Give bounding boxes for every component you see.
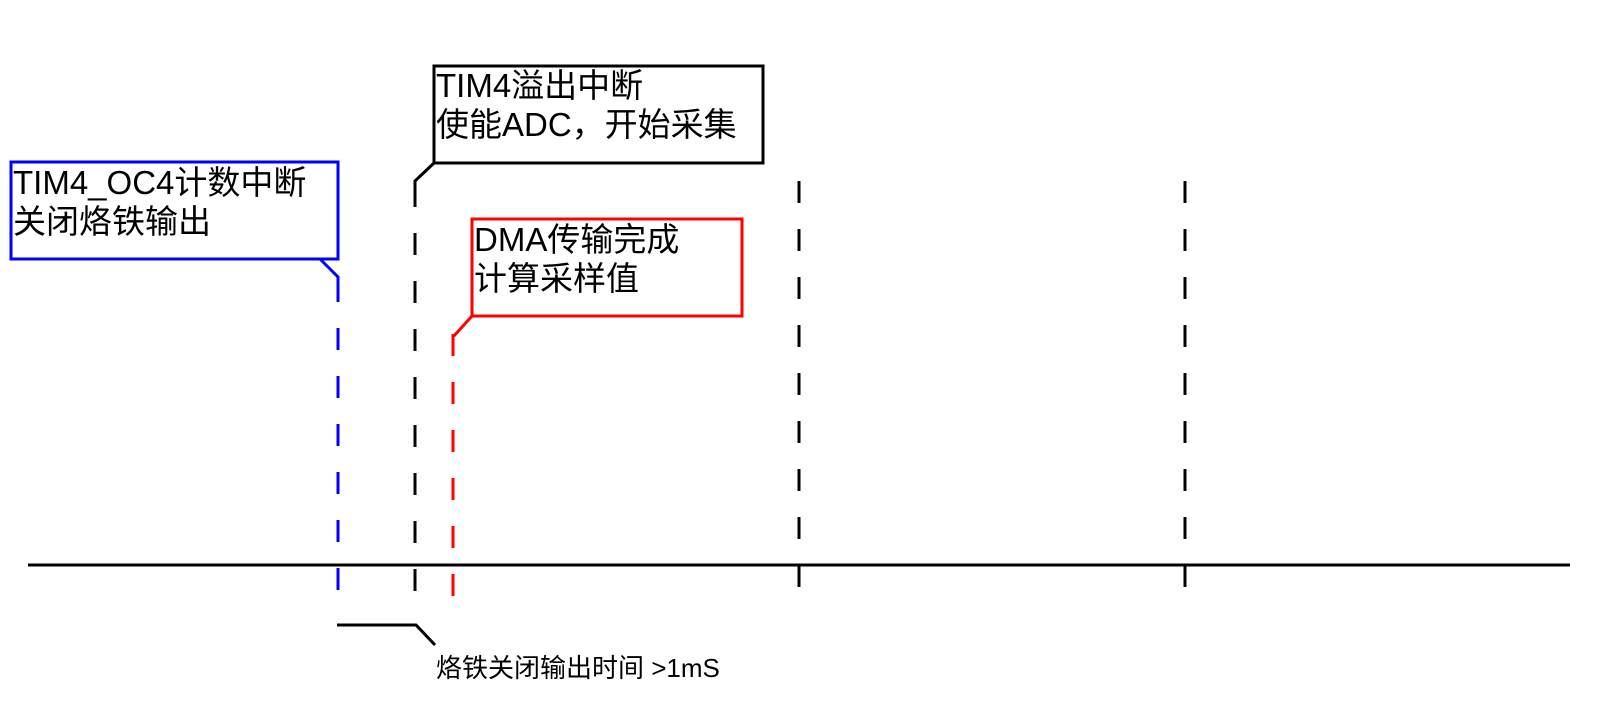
dma-callout-text: DMA传输完成 计算采样值	[474, 220, 679, 298]
dma-callout-leader	[451, 314, 474, 341]
overflow-callout-line-2: 使能ADC，开始采集	[436, 106, 737, 143]
oc4-callout-line-2: 关闭烙铁输出	[13, 203, 211, 240]
oc4-callout-box	[9, 160, 340, 261]
duration-bracket	[337, 623, 437, 647]
oc4-callout-leader	[318, 257, 340, 280]
duration-label: 烙铁关闭输出时间 >1mS	[436, 653, 720, 683]
overflow-callout-line-1: TIM4溢出中断	[436, 67, 644, 104]
overflow-callout-text: TIM4溢出中断 使能ADC，开始采集	[436, 66, 737, 144]
dma-callout-line-1: DMA传输完成	[474, 221, 680, 258]
oc4-callout-text: TIM4_OC4计数中断 关闭烙铁输出	[13, 163, 306, 241]
overflow-callout-leader	[413, 161, 436, 185]
dma-callout-line-2: 计算采样值	[474, 260, 639, 297]
oc4-callout-line-1: TIM4_OC4计数中断	[13, 164, 307, 201]
overflow-callout-box	[432, 64, 765, 165]
dma-callout-box	[470, 217, 744, 318]
